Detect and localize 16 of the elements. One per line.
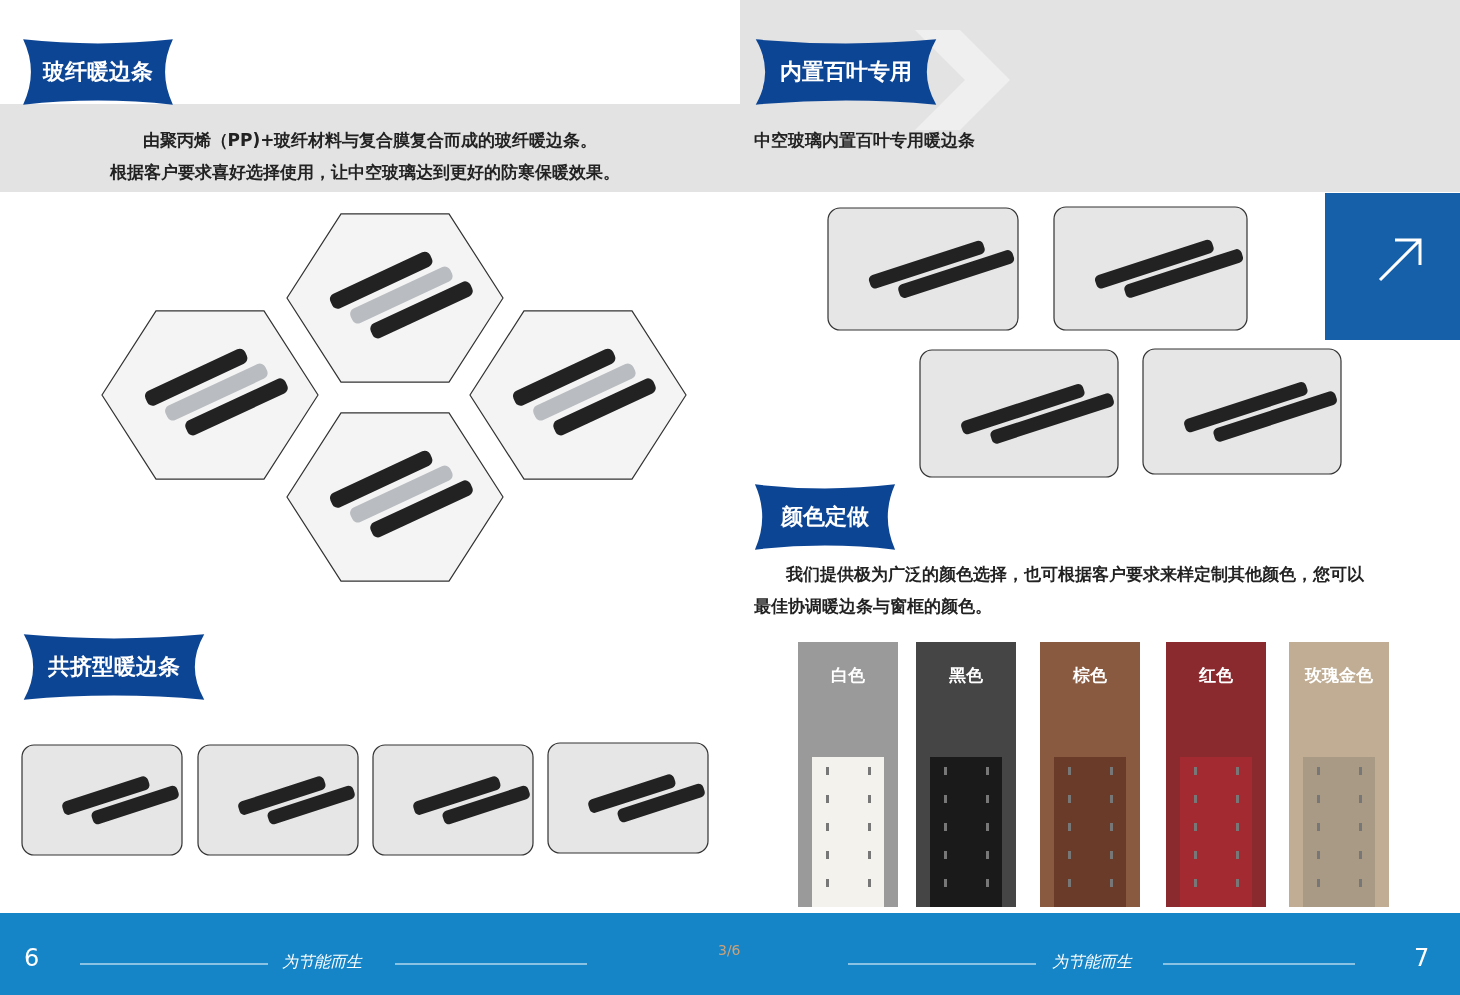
color-swatch: 红色 — [1166, 642, 1266, 907]
color-swatch: 黑色 — [916, 642, 1016, 907]
page-number: 6 — [24, 944, 40, 972]
description-text: 中空玻璃内置百叶专用暖边条 — [754, 129, 975, 152]
slogan-text: 为节能而生 — [1052, 952, 1132, 973]
heading-banner: 颜色定做 — [752, 483, 898, 551]
color-swatch: 白色 — [798, 642, 898, 907]
heading-banner: 玻纤暖边条 — [20, 38, 176, 106]
description-text: 根据客户要求喜好选择使用，让中空玻璃达到更好的防寒保暖效果。 — [109, 161, 621, 184]
slogan-text: 为节能而生 — [282, 952, 362, 973]
description-text: 我们提供极为广泛的颜色选择，也可根据客户要求来样定制其他颜色，您可以最佳协调暖边条与窗框的颜色。 — [754, 563, 1365, 618]
page-indicator: 3/6 — [718, 942, 741, 958]
color-swatch: 玫瑰金色 — [1289, 642, 1389, 907]
color-swatch: 棕色 — [1040, 642, 1140, 907]
page-number: 7 — [1414, 944, 1430, 972]
description-text: 由聚丙烯（PP)+玻纤材料与复合膜复合而成的玻纤暖边条。 — [141, 129, 599, 152]
